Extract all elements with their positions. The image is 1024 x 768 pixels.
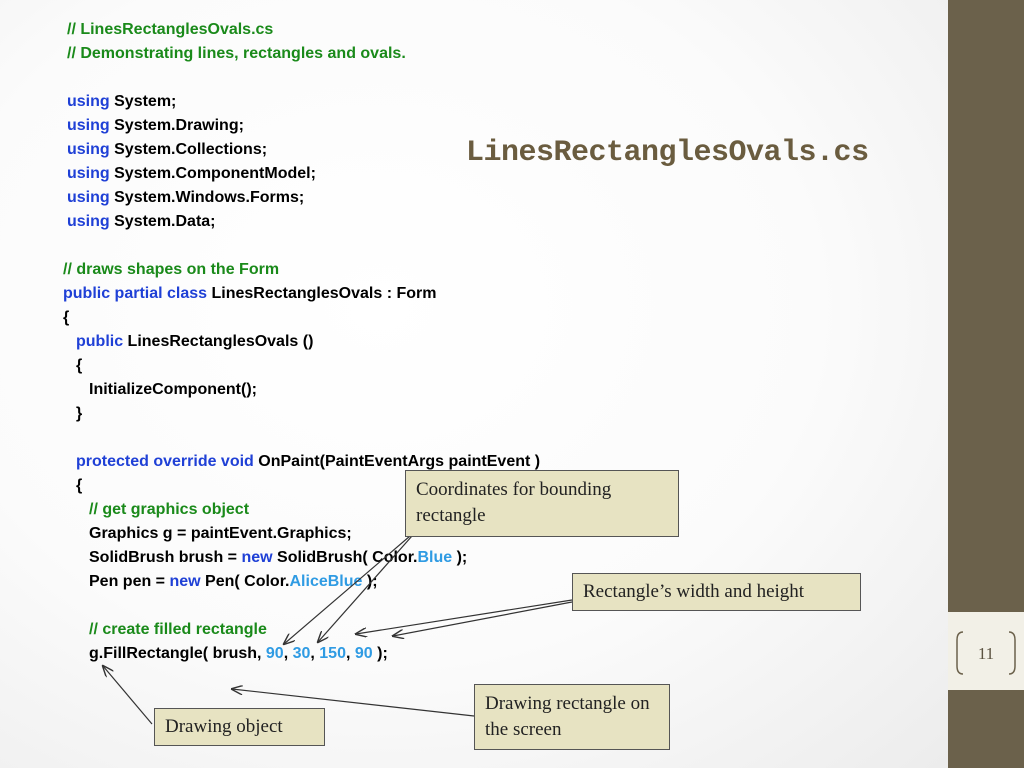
callout-coordinates: Coordinates for bounding rectangle xyxy=(405,470,679,537)
code-comment-description: // Demonstrating lines, rectangles and o… xyxy=(67,45,406,62)
code-text: , xyxy=(283,645,293,662)
code-text: Pen( Color. xyxy=(200,573,290,590)
code-text: System.Windows.Forms; xyxy=(109,189,305,206)
code-class-declaration: public partial class LinesRectanglesOval… xyxy=(63,284,436,304)
code-text: ); xyxy=(452,549,468,566)
callout-drawing-rectangle: Drawing rectangle on the screen xyxy=(474,684,670,750)
code-number-literal: 90 xyxy=(354,645,373,662)
code-color-literal: Blue xyxy=(417,549,453,566)
code-number-literal: 90 xyxy=(265,645,284,662)
code-number-literal: 30 xyxy=(292,645,311,662)
callout-drawing-object: Drawing object xyxy=(154,708,325,746)
code-text: System.Drawing; xyxy=(109,117,244,134)
code-keyword: new xyxy=(241,549,273,566)
code-keyword: using xyxy=(67,165,110,182)
code-keyword: public partial class xyxy=(63,285,208,302)
code-comment-graphics: // get graphics object xyxy=(89,501,250,518)
code-text: ); xyxy=(372,645,388,662)
code-comment-draws: // draws shapes on the Form xyxy=(63,261,280,278)
code-brace: { xyxy=(76,357,83,374)
code-text: SolidBrush( Color. xyxy=(272,549,418,566)
slide-title: LinesRectanglesOvals.cs xyxy=(466,136,869,170)
code-keyword: new xyxy=(169,573,201,590)
code-text: System.Collections; xyxy=(109,141,268,158)
code-graphics-line: Graphics g = paintEvent.Graphics; xyxy=(89,525,352,542)
code-keyword: using xyxy=(67,141,110,158)
code-keyword: using xyxy=(67,189,110,206)
code-using-line: using System.ComponentModel; xyxy=(67,164,316,184)
code-color-literal: AliceBlue xyxy=(289,573,363,590)
code-text: LinesRectanglesOvals () xyxy=(123,333,314,350)
code-text: LinesRectanglesOvals : Form xyxy=(207,285,437,302)
code-keyword: public xyxy=(76,333,124,350)
code-comment-filename: // LinesRectanglesOvals.cs xyxy=(67,21,274,38)
code-text: System; xyxy=(109,93,177,110)
code-brace: { xyxy=(76,477,83,494)
code-constructor: public LinesRectanglesOvals () xyxy=(76,332,313,352)
code-text: System.Data; xyxy=(109,213,216,230)
code-init-call: InitializeComponent(); xyxy=(89,381,257,398)
code-using-line: using System.Windows.Forms; xyxy=(67,188,304,208)
code-brace: } xyxy=(76,405,83,422)
code-keyword: using xyxy=(67,213,110,230)
code-text: System.ComponentModel; xyxy=(109,165,316,182)
code-onpaint: protected override void OnPaint(PaintEve… xyxy=(76,452,540,472)
code-comment-fill: // create filled rectangle xyxy=(89,621,267,638)
code-text: Pen pen = xyxy=(89,573,170,590)
code-using-line: using System.Data; xyxy=(67,212,216,232)
code-number-literal: 150 xyxy=(319,645,346,662)
page-number-band xyxy=(948,612,1024,690)
page-number: 11 xyxy=(977,644,995,663)
page-number-frame-icon xyxy=(956,631,1016,675)
code-using-line: using System.Drawing; xyxy=(67,116,244,136)
callout-width-height: Rectangle’s width and height xyxy=(572,573,861,611)
code-text: OnPaint(PaintEventArgs paintEvent ) xyxy=(253,453,541,470)
code-text: , xyxy=(310,645,320,662)
code-keyword: using xyxy=(67,93,110,110)
code-fill-rectangle-line: g.FillRectangle( brush, 90, 30, 150, 90 … xyxy=(89,644,388,664)
code-using-line: using System; xyxy=(67,92,176,112)
code-text: SolidBrush brush = xyxy=(89,549,242,566)
code-brush-line: SolidBrush brush = new SolidBrush( Color… xyxy=(89,548,467,568)
code-brace: { xyxy=(63,309,70,326)
slide-background xyxy=(0,0,948,768)
code-text: , xyxy=(345,645,355,662)
code-pen-line: Pen pen = new Pen( Color.AliceBlue ); xyxy=(89,572,378,592)
code-using-line: using System.Collections; xyxy=(67,140,267,160)
code-keyword: using xyxy=(67,117,110,134)
code-text: g.FillRectangle( brush, xyxy=(89,645,266,662)
code-keyword: protected override void xyxy=(76,453,254,470)
code-text: ); xyxy=(362,573,378,590)
